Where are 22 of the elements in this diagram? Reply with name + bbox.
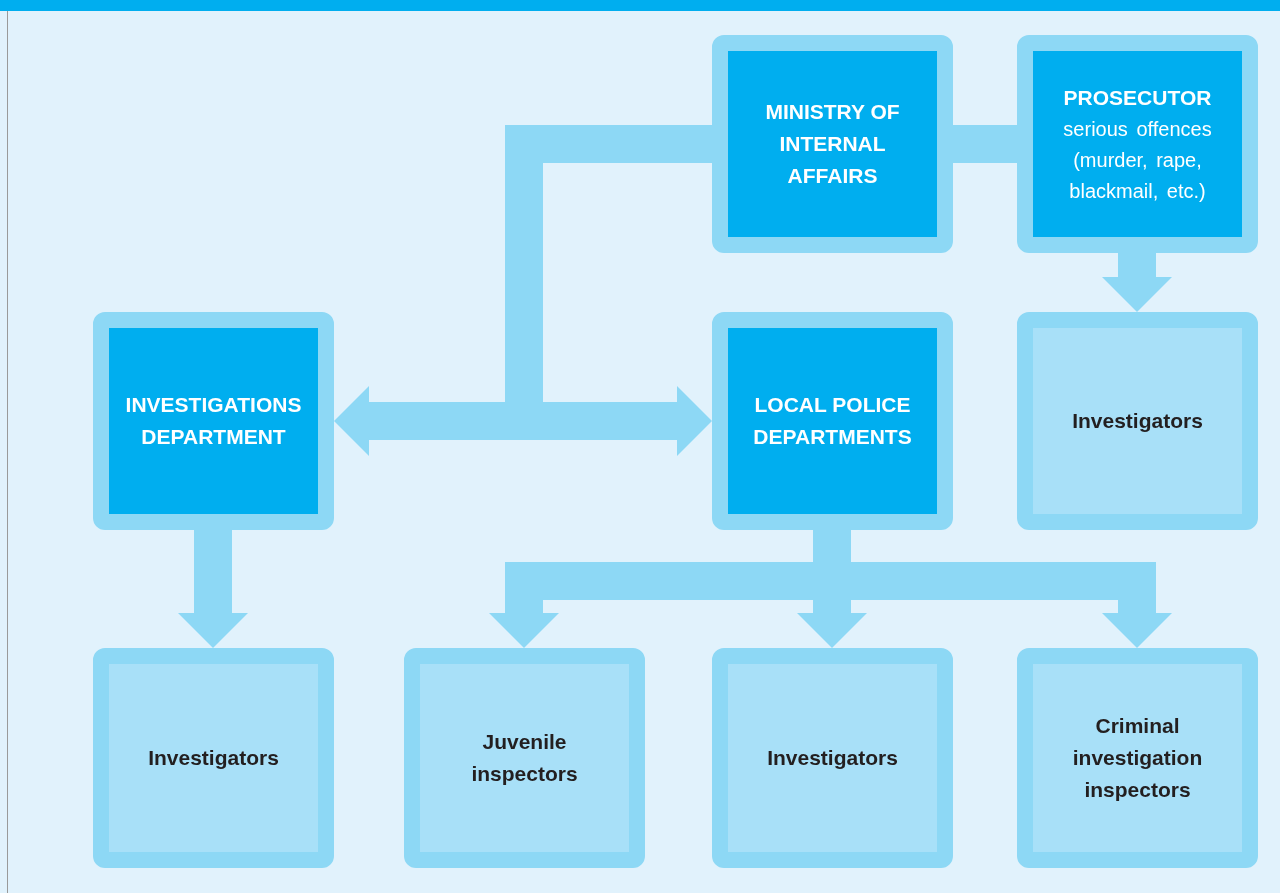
box-title: PROSECUTOR	[1063, 84, 1212, 111]
box-title: Investigators	[1072, 408, 1203, 434]
box-title: Criminal investigation inspectors	[1071, 713, 1204, 803]
unit-box	[1017, 312, 1258, 530]
unit-box	[93, 648, 334, 868]
box-title: Investigators	[148, 745, 279, 771]
organization-box	[712, 35, 953, 253]
box-title: INVESTIGATIONS DEPARTMENT	[124, 392, 303, 450]
box-title: LOCAL POLICE DEPARTMENTS	[752, 392, 913, 450]
box-title: MINISTRY OF INTERNAL AFFAIRS	[764, 99, 901, 189]
box-title: Investigators	[767, 745, 898, 771]
block-arrow	[1102, 253, 1172, 312]
connector-bar	[953, 125, 1017, 163]
block-arrow	[178, 530, 248, 648]
box-title: Juvenile inspectors	[470, 729, 579, 787]
organization-box	[93, 312, 334, 530]
organization-box	[1017, 35, 1258, 253]
unit-box	[404, 648, 645, 868]
organization-box	[712, 312, 953, 530]
box-description: serious offences (murder, rape, blackmail, etc.)	[1062, 116, 1213, 204]
unit-box	[1017, 648, 1258, 868]
unit-box	[712, 648, 953, 868]
